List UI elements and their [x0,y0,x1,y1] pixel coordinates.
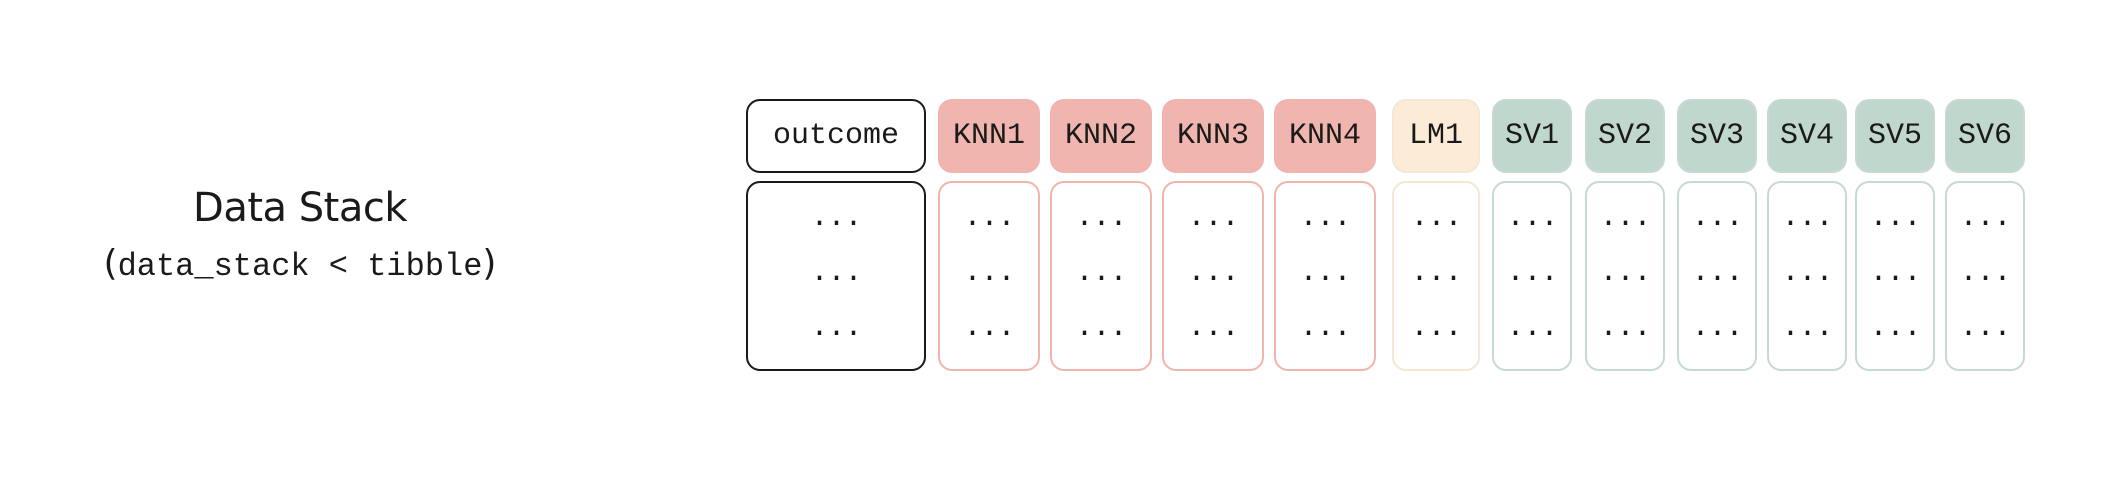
column-body-sv4: ......... [1767,181,1847,371]
ellipsis-cell: ... [1781,311,1833,345]
ellipsis-cell: ... [963,201,1015,235]
ellipsis-cell: ... [1959,311,2011,345]
ellipsis-cell: ... [1599,201,1651,235]
ellipsis-cell: ... [1599,311,1651,345]
ellipsis-cell: ... [1187,256,1239,290]
column-header-lm1: LM1 [1392,99,1480,173]
ellipsis-cell: ... [1187,311,1239,345]
column-body-knn3: ......... [1162,181,1264,371]
ellipsis-cell: ... [1410,201,1462,235]
column-body-sv6: ......... [1945,181,2025,371]
column-body-knn2: ......... [1050,181,1152,371]
ellipsis-cell: ... [1691,201,1743,235]
ellipsis-cell: ... [1506,311,1558,345]
subtitle-open-paren: ( [103,243,118,284]
column-header-knn3: KNN3 [1162,99,1264,173]
column-body-sv2: ......... [1585,181,1665,371]
subtitle-code: data_stack < tibble [117,248,483,285]
column-body-lm1: ......... [1392,181,1480,371]
ellipsis-cell: ... [1691,311,1743,345]
ellipsis-cell: ... [1187,201,1239,235]
column-body-sv1: ......... [1492,181,1572,371]
ellipsis-cell: ... [1959,256,2011,290]
column-body-knn4: ......... [1274,181,1376,371]
column-header-sv1: SV1 [1492,99,1572,173]
ellipsis-cell: ... [963,256,1015,290]
subtitle-close-paren: ) [482,243,497,284]
column-header-outcome: outcome [746,99,926,173]
ellipsis-cell: ... [1410,311,1462,345]
column-header-sv3: SV3 [1677,99,1757,173]
ellipsis-cell: ... [1506,201,1558,235]
ellipsis-cell: ... [1075,201,1127,235]
diagram-subtitle: (data_stack < tibble) [0,236,600,295]
column-body-sv5: ......... [1855,181,1935,371]
ellipsis-cell: ... [1691,256,1743,290]
data-stack-title-block: Data Stack (data_stack < tibble) [0,180,600,295]
column-header-knn2: KNN2 [1050,99,1152,173]
diagram-title: Data Stack [193,185,407,231]
ellipsis-cell: ... [1599,256,1651,290]
ellipsis-cell: ... [1781,256,1833,290]
column-header-knn1: KNN1 [938,99,1040,173]
ellipsis-cell: ... [1506,256,1558,290]
ellipsis-cell: ... [1869,311,1921,345]
column-body-outcome: ......... [746,181,926,371]
column-body-knn1: ......... [938,181,1040,371]
ellipsis-cell: ... [810,311,862,345]
ellipsis-cell: ... [1075,256,1127,290]
ellipsis-cell: ... [1869,256,1921,290]
ellipsis-cell: ... [1959,201,2011,235]
column-body-sv3: ......... [1677,181,1757,371]
column-header-knn4: KNN4 [1274,99,1376,173]
ellipsis-cell: ... [1075,311,1127,345]
ellipsis-cell: ... [810,256,862,290]
column-header-sv5: SV5 [1855,99,1935,173]
ellipsis-cell: ... [963,311,1015,345]
ellipsis-cell: ... [1299,311,1351,345]
ellipsis-cell: ... [1299,256,1351,290]
column-header-sv6: SV6 [1945,99,2025,173]
column-header-sv2: SV2 [1585,99,1665,173]
ellipsis-cell: ... [1869,201,1921,235]
column-header-sv4: SV4 [1767,99,1847,173]
ellipsis-cell: ... [1781,201,1833,235]
ellipsis-cell: ... [1410,256,1462,290]
ellipsis-cell: ... [1299,201,1351,235]
ellipsis-cell: ... [810,201,862,235]
